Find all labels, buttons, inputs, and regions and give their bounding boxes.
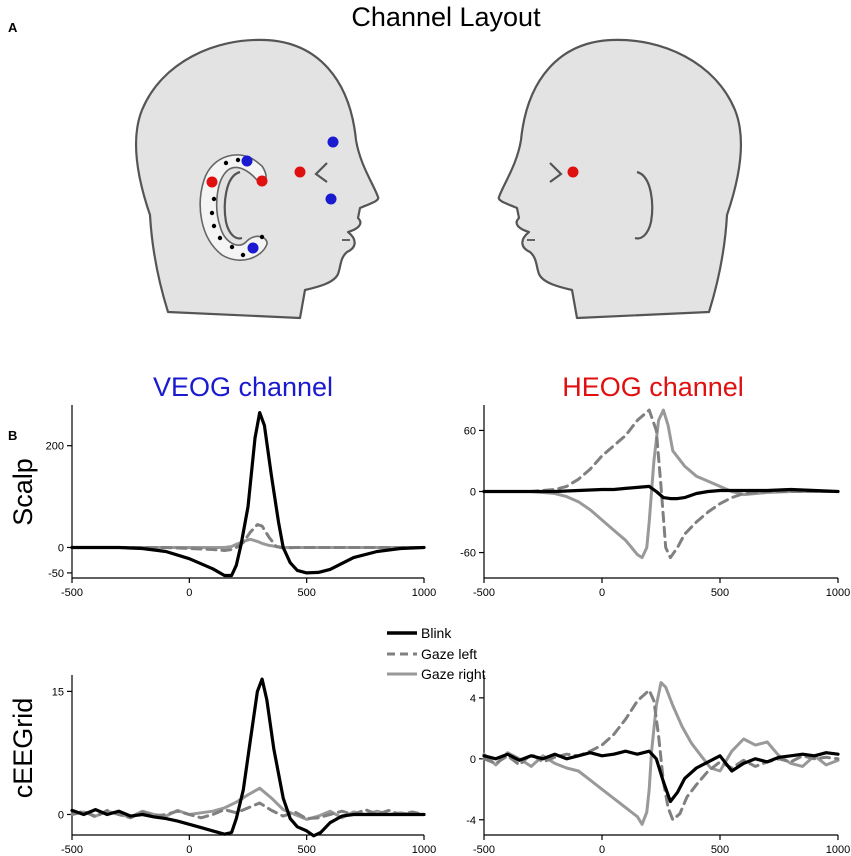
series-blink bbox=[482, 484, 840, 501]
y-tick-label: 60 bbox=[464, 425, 476, 437]
y-tick-label: 0 bbox=[470, 487, 476, 499]
legend: Blink Gaze left Gaze right bbox=[387, 625, 486, 682]
legend-label-gaze-right: Gaze right bbox=[421, 666, 486, 682]
chart-0: -500 0 500 1000 200 0 -50 bbox=[46, 405, 436, 599]
x-tick-label: 1000 bbox=[412, 844, 436, 856]
electrode-blue bbox=[325, 193, 337, 205]
ceegrid-dot bbox=[235, 157, 241, 163]
series-gaze-left bbox=[482, 408, 840, 560]
series-blink bbox=[70, 677, 426, 838]
panel-b-label: B bbox=[8, 428, 17, 443]
x-tick-label: -500 bbox=[61, 844, 83, 856]
electrode-red bbox=[206, 176, 218, 188]
x-tick-label: 500 bbox=[711, 844, 729, 856]
electrode-blue bbox=[241, 155, 253, 167]
x-tick-label: 1000 bbox=[826, 587, 850, 599]
y-tick-label: -50 bbox=[48, 568, 64, 580]
layout-title: Channel Layout bbox=[351, 2, 541, 32]
y-tick-label: 200 bbox=[46, 441, 64, 453]
ceegrid-dot bbox=[209, 210, 215, 216]
ceegrid-dot bbox=[211, 223, 217, 229]
ceegrid-dot bbox=[259, 234, 265, 240]
head-left-illustration bbox=[134, 38, 380, 320]
ceegrid-dots bbox=[209, 157, 265, 258]
series-gaze-left bbox=[70, 523, 426, 552]
x-tick-label: 1000 bbox=[412, 587, 436, 599]
ear-left bbox=[223, 170, 243, 240]
row-label-ceegrid: cEEGrid bbox=[8, 698, 38, 799]
electrode-red bbox=[256, 175, 268, 187]
legend-label-blink: Blink bbox=[421, 625, 452, 641]
ceegrid-dot bbox=[211, 196, 217, 202]
ceegrid-dot bbox=[223, 160, 229, 166]
y-tick-label: 0 bbox=[58, 809, 64, 821]
x-tick-label: 500 bbox=[711, 587, 729, 599]
electrode-blue bbox=[327, 136, 339, 148]
series-gaze-right bbox=[482, 681, 840, 826]
head-right-outline bbox=[497, 38, 743, 320]
legend-label-gaze-left: Gaze left bbox=[421, 646, 477, 662]
x-tick-label: -500 bbox=[61, 587, 83, 599]
ear-right bbox=[634, 170, 654, 240]
x-tick-label: 500 bbox=[297, 844, 315, 856]
y-tick-label: 0 bbox=[470, 754, 476, 766]
nose-eye-right bbox=[549, 162, 563, 183]
x-tick-label: -500 bbox=[473, 844, 495, 856]
chart-2: -500 0 500 1000 15 0 bbox=[52, 675, 436, 856]
electrode-blue bbox=[247, 242, 259, 254]
x-tick-label: 0 bbox=[186, 587, 192, 599]
series-gaze-right bbox=[482, 408, 840, 560]
y-tick-label: 0 bbox=[58, 542, 64, 554]
col-title-heog: HEOG channel bbox=[562, 372, 744, 402]
ceegrid-dot bbox=[240, 252, 246, 258]
col-title-veog: VEOG channel bbox=[153, 372, 333, 402]
x-tick-label: 0 bbox=[599, 844, 605, 856]
nose-eye-left bbox=[314, 162, 328, 183]
ceegrid-dot bbox=[229, 244, 235, 250]
y-tick-label: 15 bbox=[52, 686, 64, 698]
x-tick-label: 1000 bbox=[826, 844, 850, 856]
x-tick-label: 0 bbox=[186, 844, 192, 856]
panel-a-label: A bbox=[8, 20, 18, 35]
series-blink bbox=[482, 749, 840, 804]
electrode-red bbox=[294, 166, 306, 178]
series-blink bbox=[70, 411, 426, 578]
x-tick-label: 0 bbox=[599, 587, 605, 599]
x-tick-label: -500 bbox=[473, 587, 495, 599]
ceegrid-dot bbox=[217, 235, 223, 241]
y-tick-label: -60 bbox=[460, 548, 476, 560]
series-gaze-left bbox=[70, 801, 426, 821]
y-tick-label: 4 bbox=[470, 693, 476, 705]
y-tick-label: -4 bbox=[466, 815, 476, 827]
electrode-red bbox=[567, 166, 579, 178]
chart-1: -500 0 500 1000 60 0 -60 bbox=[460, 405, 850, 599]
x-tick-label: 500 bbox=[297, 587, 315, 599]
row-label-scalp: Scalp bbox=[8, 458, 38, 526]
head-right-illustration bbox=[497, 38, 743, 320]
chart-3: -500 0 500 1000 4 0 -4 bbox=[466, 675, 850, 856]
